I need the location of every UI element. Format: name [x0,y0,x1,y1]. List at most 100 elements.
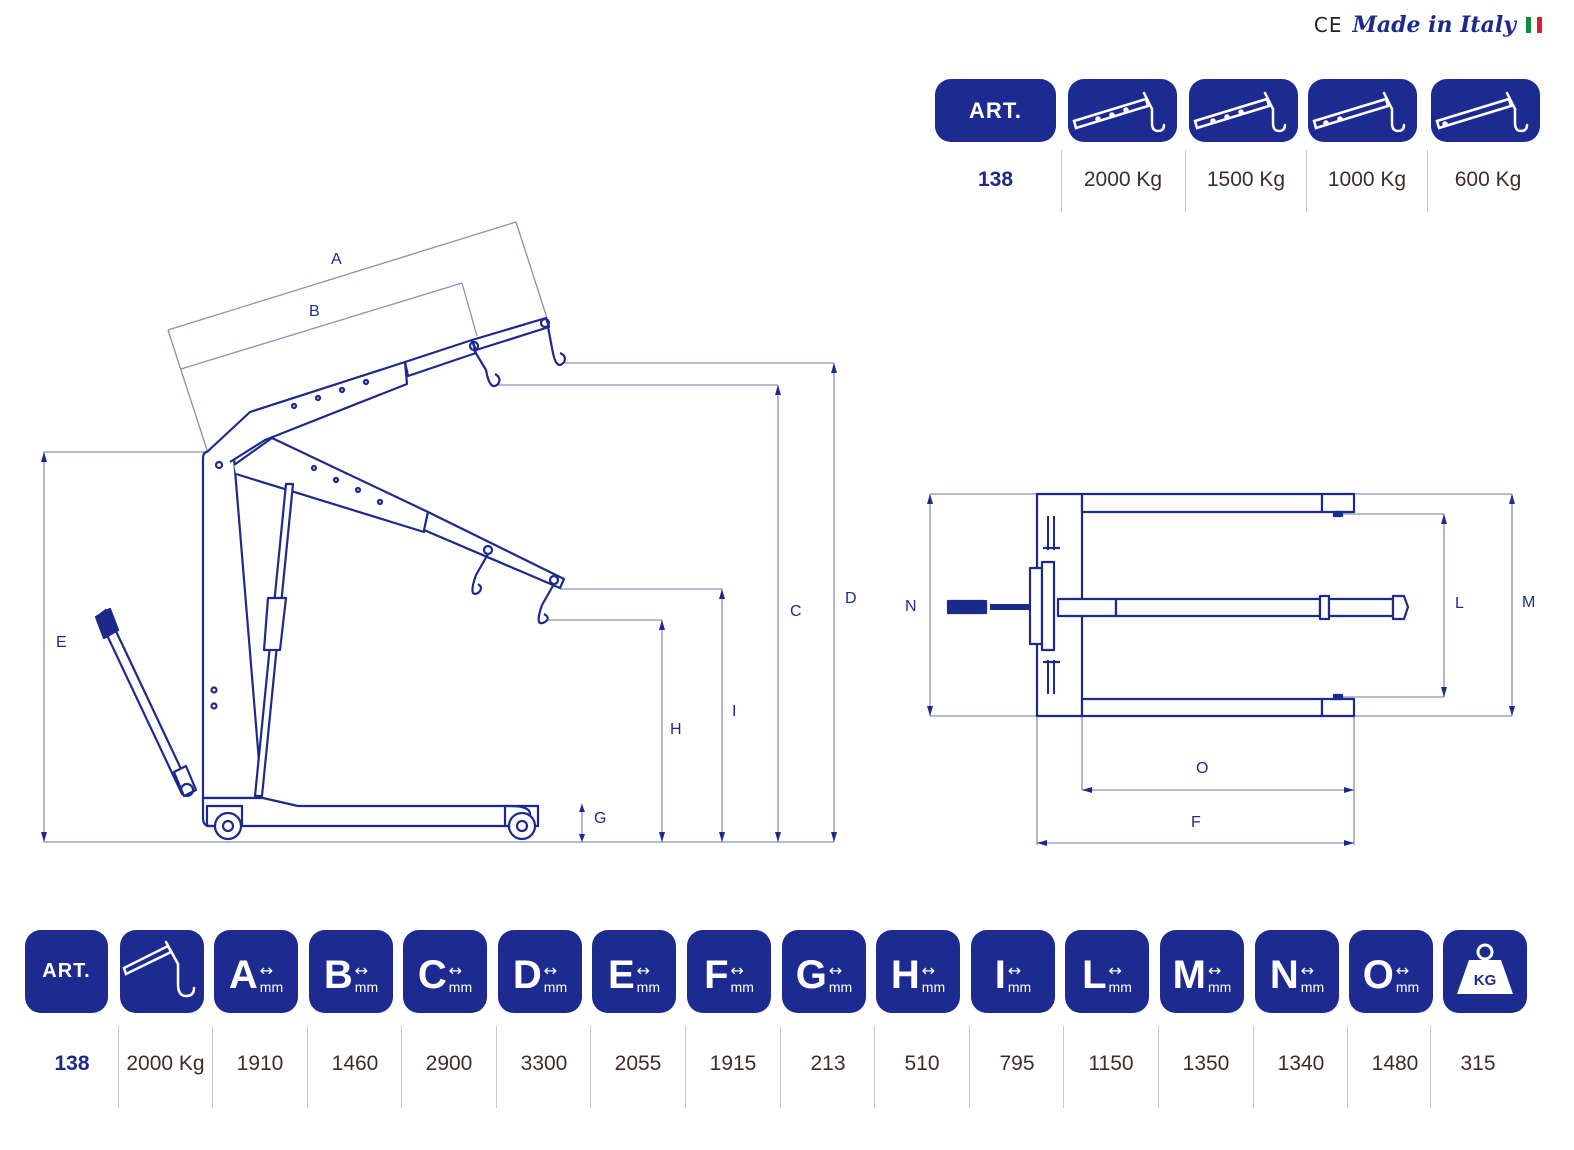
dimension-badge-letter: E [607,953,635,997]
boom-position-3-icon [1308,79,1417,142]
unit-label: mm [730,979,754,995]
spec-separator [1430,1026,1431,1108]
spec-separator [1158,1026,1159,1108]
spec-separator [1063,1026,1064,1108]
spec-value-g: 213 [810,1052,846,1075]
boom-position-1-icon [1068,79,1177,142]
boom-position-2-icon [1189,79,1298,142]
dim-label-n: N [905,598,917,615]
unit-label: mm [828,979,853,995]
double-arrow-icon: ↔ [730,961,744,980]
spec-art-badge: ART. [25,930,108,1013]
dim-label-c: C [790,603,802,620]
dimension-badge-i: I↔mm [971,930,1055,1013]
dimension-badge-m: M↔mm [1160,930,1244,1013]
dimension-badge-letter: O [1362,953,1394,997]
capacity-value-4: 600 Kg [1454,168,1522,191]
dimension-badge-letter: I [994,953,1006,997]
spec-value-f: 1915 [709,1052,757,1075]
italy-flag-icon [1526,17,1542,33]
dimension-badge-n: N↔mm [1255,930,1339,1013]
crane-side-view [94,316,566,841]
dim-label-b: B [309,303,320,320]
dimension-badge-letter: N [1269,953,1299,997]
dimension-badge-letter: C [417,953,447,997]
dim-label-m: M [1522,594,1535,611]
double-arrow-icon: ↔ [1007,961,1022,980]
unit-label: mm [543,979,568,995]
capacity-separator [1427,150,1428,212]
dimension-arrows [41,363,1515,846]
dimension-badge-l: L↔mm [1065,930,1149,1013]
capacity-value-2: 1500 Kg [1206,168,1286,191]
capacity-art-value: 138 [977,168,1014,191]
spec-value-l: 1150 [1088,1052,1134,1075]
double-arrow-icon: ↔ [636,961,651,980]
dimension-badge-letter: M [1172,953,1206,997]
unit-label: mm [448,979,473,995]
spec-separator [118,1026,119,1108]
dim-label-d: D [845,590,857,607]
dimension-badge-letter: F [704,953,729,997]
spec-separator [969,1026,970,1108]
dimension-badge-o: O↔mm [1349,930,1433,1013]
dimension-badge-letter: D [512,953,542,997]
spec-separator [1253,1026,1254,1108]
capacity-value-1: 2000 Kg [1083,168,1163,191]
spec-weight-value: 315 [1460,1052,1496,1075]
double-arrow-icon: ↔ [1108,961,1122,980]
dim-label-l: L [1455,595,1464,612]
unit-label: mm [921,979,946,995]
ce-mark: CE [1313,13,1343,37]
dim-label-e: E [56,634,67,651]
dimension-badge-a: A↔mm [214,930,298,1013]
double-arrow-icon: ↔ [921,961,936,980]
spec-art-value: 138 [54,1052,90,1075]
unit-label: mm [1300,979,1325,995]
double-arrow-icon: ↔ [1395,961,1410,980]
unit-label: mm [1208,979,1232,995]
crane-top-view [946,492,1410,718]
spec-value-o: 1480 [1371,1052,1419,1075]
made-in-italy: Made in Italy [1352,12,1516,38]
unit-label: mm [1108,979,1132,995]
capacity-separator [1306,150,1307,212]
dimension-letters: A B C D E G H I N L M O F [56,251,1535,831]
spec-value-a: 1910 [236,1052,284,1075]
dimension-badge-c: C↔mm [403,930,487,1013]
dimension-badge-letter: H [890,953,920,997]
spec-separator [307,1026,308,1108]
spec-separator [496,1026,497,1108]
spec-value-h: 510 [904,1052,940,1075]
spec-value-b: 1460 [331,1052,379,1075]
dimension-badge-e: E↔mm [592,930,676,1013]
unit-label: mm [1395,979,1420,995]
dimension-badge-letter: B [323,953,353,997]
spec-value-c: 2900 [425,1052,473,1075]
weight-icon-label: KG [1474,972,1497,989]
spec-value-i: 795 [999,1052,1035,1075]
capacity-separator [1185,150,1186,212]
double-arrow-icon: ↔ [543,961,558,980]
capacity-separator [1061,150,1062,212]
brand-header: CE Made in Italy [1314,12,1542,38]
crane-hook-icon [120,930,204,1013]
double-arrow-icon: ↔ [1300,961,1315,980]
dim-label-f: F [1191,814,1201,831]
spec-value-m: 1350 [1182,1052,1230,1075]
dimension-badge-letter: L [1082,953,1107,997]
dimension-badge-f: F↔mm [687,930,771,1013]
spec-value-d: 3300 [520,1052,568,1075]
dimension-badge-g: G↔mm [782,930,866,1013]
spec-value-n: 1340 [1277,1052,1325,1075]
dim-label-h: H [670,721,682,738]
spec-separator [1347,1026,1348,1108]
dimension-badge-b: B↔mm [309,930,393,1013]
unit-label: mm [636,979,660,995]
dimension-badge-d: D↔mm [498,930,582,1013]
unit-label: mm [354,979,379,995]
spec-separator [590,1026,591,1108]
boom-position-4-icon [1431,79,1540,142]
capacity-art-badge: ART. [935,79,1056,142]
